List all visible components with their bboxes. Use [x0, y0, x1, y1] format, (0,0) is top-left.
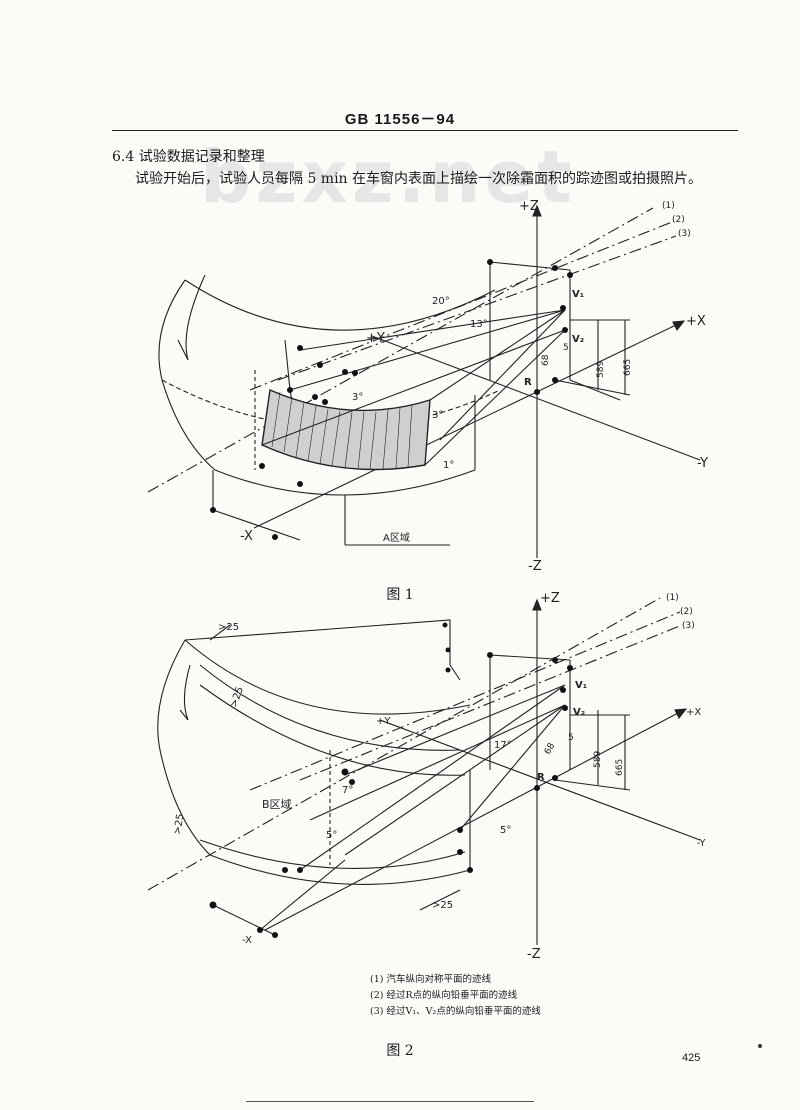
windshield-top-edge	[184, 279, 496, 331]
ref-line-1	[147, 597, 661, 891]
fig2-angle-5b: 5°	[500, 825, 511, 836]
windshield-bottom-edge	[214, 469, 476, 496]
ref-line-3	[277, 235, 677, 381]
fig1-minus-y: -Y	[697, 456, 708, 471]
section-body: 试验开始后，试验人员每隔 5 min 在车窗内表面上描绘一次除霜面积的踪迹图或拍…	[135, 171, 703, 187]
fig2-line3-label: (3)	[682, 621, 695, 631]
legend-item: (3) 经过V₁、V₂点的纵向铅垂平面的迹线	[370, 1006, 541, 1017]
standard-code: GB 11556－94	[344, 111, 456, 128]
z-arrow	[532, 204, 542, 217]
fig2-v2: V₂	[573, 707, 585, 718]
y-axis	[379, 719, 701, 841]
fig2-angle-17: 17°	[494, 740, 512, 751]
watermark: bzxz.net	[200, 135, 576, 219]
fig2-plus-y: +Y	[376, 716, 391, 727]
fig1-line2-label: (2)	[672, 215, 685, 225]
fig1-angle-20: 20°	[432, 296, 450, 307]
fig1-angle-3b: 3°	[432, 410, 443, 421]
fig2-gt25-a: >25	[218, 622, 239, 633]
figure-1: +Z -Z +Y -Y +X -X (1) (2) (3) V₁ V₂ R 20…	[147, 199, 708, 574]
area-a-hatch	[261, 388, 431, 471]
fig2-angle-7: 7°	[342, 785, 353, 796]
legend-item: (2) 经过R点的纵向铅垂平面的迹线	[370, 990, 518, 1001]
section-heading: 6.4 试验数据记录和整理	[112, 149, 265, 165]
fig1-v2: V₂	[572, 334, 584, 345]
figure-2-legend: (1) 汽车纵向对称平面的迹线 (2) 经过R点的纵向铅垂平面的迹线 (3) 经…	[370, 972, 541, 1020]
windshield-bottom-edge	[209, 854, 471, 885]
fig1-v1: V₁	[572, 289, 584, 300]
fig1-r: R	[524, 377, 532, 388]
fig1-dim-5: 5	[563, 343, 569, 353]
page-number: 425	[682, 1052, 701, 1064]
windshield-left-edge	[158, 279, 216, 471]
fig2-dim-5: 5	[568, 733, 574, 743]
fig1-line1-label: (1)	[662, 201, 675, 211]
figure-2: +Z -Z +Y -Y +X -X (1) (2) (3) V₁ V₂ R 17…	[147, 591, 706, 962]
windshield-left-edge	[157, 639, 211, 856]
fig1-line3-label: (3)	[678, 229, 691, 239]
windshield-top-edge	[184, 639, 471, 715]
fig1-angle-13: 13°	[470, 319, 488, 330]
y-axis	[371, 335, 701, 461]
fig1-dim-589: 589	[596, 361, 606, 378]
fig2-minus-z: -Z	[527, 947, 541, 962]
fig2-zone-label: B区域	[262, 798, 292, 811]
fig2-r: R	[537, 772, 545, 783]
fig1-dim-665: 665	[623, 359, 633, 376]
ref-line-1	[147, 207, 654, 493]
ref-line-2	[249, 611, 681, 791]
header-rule	[112, 130, 738, 131]
fig2-dim-68: 68	[543, 741, 558, 756]
figure-2-caption: 图 2	[386, 1043, 414, 1059]
fig2-v1: V₁	[575, 680, 587, 691]
legend-item: (1) 汽车纵向对称平面的迹线	[370, 974, 491, 985]
fig1-minus-x: -X	[240, 529, 253, 544]
fig2-plus-z: +Z	[540, 591, 560, 606]
fig1-angle-1: 1°	[443, 460, 454, 471]
bottom-rule	[246, 1101, 534, 1102]
fig2-minus-x: -X	[242, 935, 252, 946]
fig2-gt25-c: >25	[172, 813, 186, 836]
fig2-minus-y: -Y	[697, 838, 706, 849]
x-axis	[264, 711, 681, 931]
margin-dot	[758, 1044, 762, 1048]
fig2-dim-589: 589	[593, 751, 603, 768]
fig2-line2-label: (2)	[680, 607, 693, 617]
fig1-plus-y: +Y	[366, 331, 385, 346]
fig2-gt25-b: >25	[228, 685, 246, 709]
fig1-plus-z: +Z	[519, 199, 539, 214]
fig2-dim-665: 665	[615, 759, 625, 776]
figure-1-caption: 图 1	[386, 587, 414, 603]
ref-line-3	[299, 624, 683, 781]
fig2-plus-x: +X	[686, 707, 701, 718]
fig1-minus-z: -Z	[528, 559, 542, 574]
fig1-dim-68: 68	[541, 354, 551, 366]
fig1-plus-x: +X	[686, 314, 706, 329]
fig1-angle-3a: 3°	[352, 392, 363, 403]
fig2-gt25-d: >25	[432, 900, 453, 911]
x-arrow	[672, 320, 686, 332]
fig1-zone-label: A区域	[383, 531, 410, 544]
fig2-line1-label: (1)	[666, 593, 679, 603]
fig2-angle-5a: 5°	[326, 830, 337, 841]
